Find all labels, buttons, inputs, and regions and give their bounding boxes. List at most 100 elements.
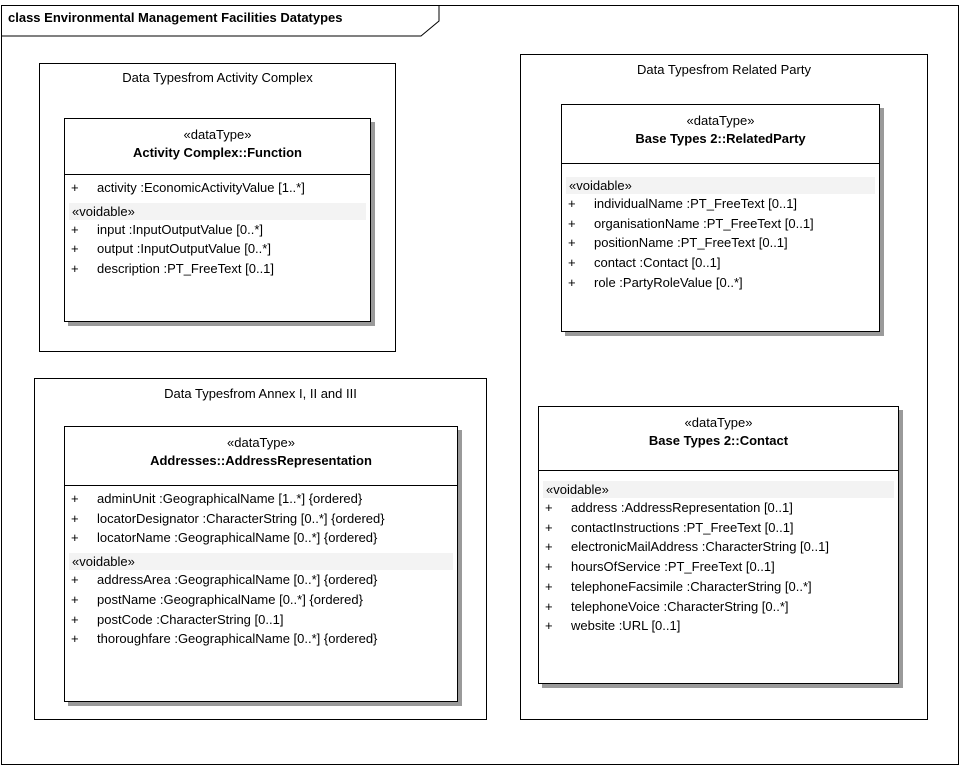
attribute-text: contactInstructions :PT_FreeText [0..1]	[571, 519, 794, 535]
attribute-text: adminUnit :GeographicalName [1..*] {orde…	[97, 491, 363, 506]
attribute-text: postName :GeographicalName [0..*] {order…	[97, 591, 363, 607]
attribute-row: + electronicMailAddress :CharacterString …	[539, 537, 898, 557]
visibility-marker: +	[71, 611, 79, 627]
class-stereotype: «dataType»	[686, 113, 755, 128]
class-header: «dataType» Addresses::AddressRepresentat…	[65, 427, 457, 486]
visibility-marker: +	[545, 618, 553, 634]
visibility-marker: +	[71, 530, 79, 546]
visibility-marker: +	[71, 510, 79, 526]
visibility-marker: +	[71, 241, 79, 257]
class-stereotype: «dataType»	[684, 415, 753, 430]
diagram-frame	[1, 5, 959, 765]
package-title: Data Typesfrom Annex I, II and III	[164, 386, 357, 401]
attribute-text: organisationName :PT_FreeText [0..1]	[594, 215, 814, 231]
voidable-attribute-list: + input :InputOutputValue [0..*] + output …	[65, 220, 370, 279]
voidable-attribute-list: + address :AddressRepresentation [0..1] +…	[539, 498, 898, 636]
class-name: Base Types 2::Contact	[648, 433, 789, 448]
class-stereotype: «dataType»	[183, 127, 252, 142]
attribute-row: + telephoneFacsimile :CharacterString [0.…	[539, 577, 898, 597]
visibility-marker: +	[568, 215, 576, 231]
voidable-section-label: «voidable»	[543, 481, 894, 498]
attribute-text: locatorDesignator :CharacterString [0..*…	[97, 510, 385, 526]
class-header: «dataType» Base Types 2::Contact	[539, 407, 898, 471]
attribute-text: address :AddressRepresentation [0..1]	[571, 500, 793, 515]
visibility-marker: +	[545, 559, 553, 575]
diagram-title: class Environmental Management Facilitie…	[8, 10, 343, 25]
attribute-text: locatorName :GeographicalName [0..*] {or…	[97, 530, 378, 546]
voidable-attribute-list: + addressArea :GeographicalName [0..*] {o…	[65, 570, 457, 649]
visibility-marker: +	[568, 274, 576, 290]
visibility-marker: +	[71, 221, 79, 237]
attribute-text: addressArea :GeographicalName [0..*] {or…	[97, 572, 378, 588]
voidable-section-label: «voidable»	[69, 202, 366, 220]
attribute-text: electronicMailAddress :CharacterString […	[571, 539, 829, 555]
voidable-section-label: «voidable»	[69, 553, 453, 571]
class-related-party[interactable]: «dataType» Base Types 2::RelatedParty «v…	[561, 104, 880, 332]
visibility-marker: +	[545, 578, 553, 594]
attribute-text: contact :Contact [0..1]	[594, 255, 721, 271]
attribute-row: + postName :GeographicalName [0..*] {orde…	[65, 590, 457, 610]
visibility-marker: +	[71, 491, 79, 506]
visibility-marker: +	[71, 631, 79, 647]
visibility-marker: +	[568, 196, 576, 211]
visibility-marker: +	[545, 598, 553, 614]
attribute-row: + individualName :PT_FreeText [0..1]	[562, 194, 879, 214]
class-header: «dataType» Base Types 2::RelatedParty	[562, 105, 879, 164]
attribute-text: output :InputOutputValue [0..*]	[97, 241, 271, 257]
visibility-marker: +	[568, 235, 576, 251]
class-activity-complex-function[interactable]: «dataType» Activity Complex::Function + a…	[64, 118, 371, 322]
visibility-marker: +	[71, 261, 79, 277]
attribute-row: + addressArea :GeographicalName [0..*] {o…	[65, 570, 457, 590]
attribute-text: telephoneVoice :CharacterString [0..*]	[571, 598, 789, 614]
attribute-text: thoroughfare :GeographicalName [0..*] {o…	[97, 631, 378, 647]
attribute-row: + activity :EconomicActivityValue [1..*]	[65, 178, 370, 198]
package-title: Data Typesfrom Activity Complex	[122, 70, 313, 85]
attribute-row: + telephoneVoice :CharacterString [0..*]	[539, 597, 898, 617]
class-address-representation[interactable]: «dataType» Addresses::AddressRepresentat…	[64, 426, 458, 702]
visibility-marker: +	[545, 539, 553, 555]
class-name: Activity Complex::Function	[132, 145, 302, 160]
attribute-row: + description :PT_FreeText [0..1]	[65, 259, 370, 279]
frame-title-tab	[1, 5, 441, 37]
visibility-marker: +	[71, 180, 79, 195]
attribute-list: + adminUnit :GeographicalName [1..*] {ord…	[65, 486, 457, 548]
attribute-row: + contactInstructions :PT_FreeText [0..1]	[539, 518, 898, 538]
attribute-list: + activity :EconomicActivityValue [1..*]	[65, 175, 370, 198]
attribute-row: + adminUnit :GeographicalName [1..*] {ord…	[65, 489, 457, 509]
class-name: Addresses::AddressRepresentation	[150, 453, 372, 468]
attribute-row: + role :PartyRoleValue [0..*]	[562, 273, 879, 293]
attribute-text: positionName :PT_FreeText [0..1]	[594, 235, 788, 251]
attribute-text: input :InputOutputValue [0..*]	[97, 221, 263, 237]
attribute-text: telephoneFacsimile :CharacterString [0..…	[571, 578, 812, 594]
visibility-marker: +	[71, 591, 79, 607]
visibility-marker: +	[568, 255, 576, 271]
visibility-marker: +	[545, 500, 553, 515]
attribute-row: + contact :Contact [0..1]	[562, 253, 879, 273]
package-title: Data Typesfrom Related Party	[637, 62, 811, 77]
attribute-row: + input :InputOutputValue [0..*]	[65, 220, 370, 240]
class-stereotype: «dataType»	[227, 435, 295, 450]
attribute-text: individualName :PT_FreeText [0..1]	[594, 196, 798, 211]
class-header: «dataType» Activity Complex::Function	[65, 119, 370, 175]
visibility-marker: +	[545, 519, 553, 535]
attribute-row: + postCode :CharacterString [0..1]	[65, 610, 457, 630]
attribute-text: hoursOfService :PT_FreeText [0..1]	[571, 559, 775, 575]
voidable-section-label: «voidable»	[566, 177, 875, 194]
attribute-row: + organisationName :PT_FreeText [0..1]	[562, 214, 879, 234]
attribute-row: + locatorDesignator :CharacterString [0..…	[65, 509, 457, 529]
attribute-text: description :PT_FreeText [0..1]	[97, 261, 275, 277]
attribute-row: + hoursOfService :PT_FreeText [0..1]	[539, 557, 898, 577]
attribute-row: + positionName :PT_FreeText [0..1]	[562, 233, 879, 253]
attribute-text: activity :EconomicActivityValue [1..*]	[97, 180, 305, 195]
attribute-row: + address :AddressRepresentation [0..1]	[539, 498, 898, 518]
attribute-row: + website :URL [0..1]	[539, 616, 898, 636]
class-name: Base Types 2::RelatedParty	[635, 131, 806, 146]
class-contact[interactable]: «dataType» Base Types 2::Contact «voidab…	[538, 406, 899, 684]
visibility-marker: +	[71, 572, 79, 588]
attribute-text: postCode :CharacterString [0..1]	[97, 611, 284, 627]
attribute-row: + thoroughfare :GeographicalName [0..*] {…	[65, 629, 457, 649]
voidable-attribute-list: + individualName :PT_FreeText [0..1] + org…	[562, 194, 879, 293]
attribute-row: + locatorName :GeographicalName [0..*] {o…	[65, 528, 457, 548]
attribute-text: role :PartyRoleValue [0..*]	[594, 274, 743, 290]
attribute-text: website :URL [0..1]	[571, 618, 681, 634]
